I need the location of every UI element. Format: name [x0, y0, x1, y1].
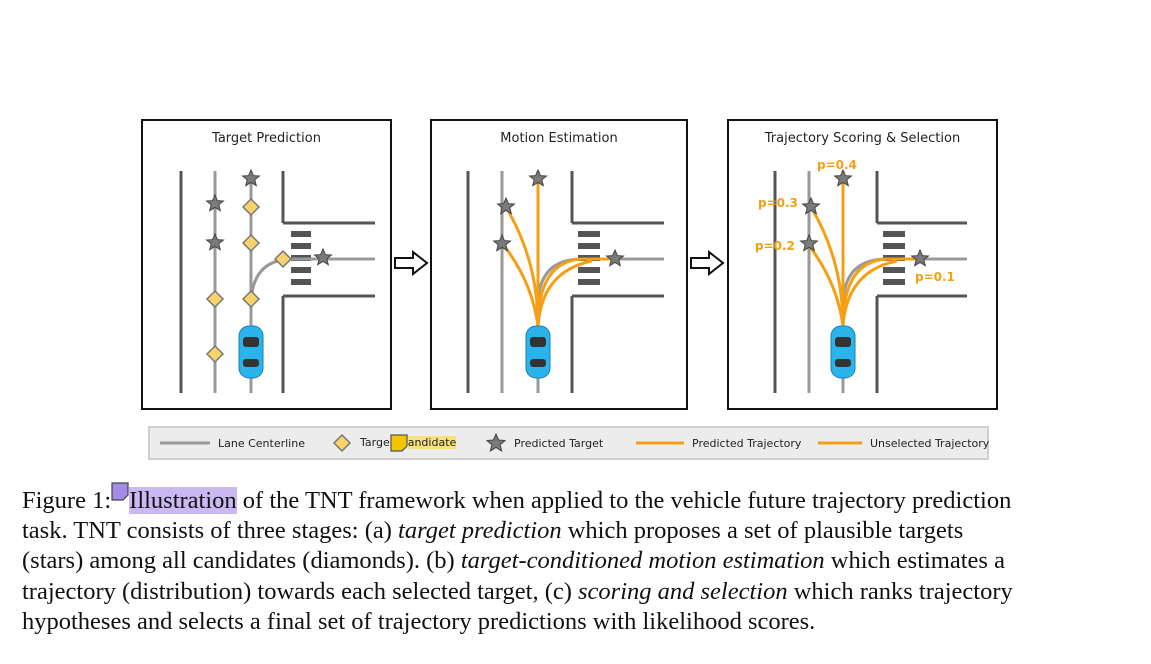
legend-unselected-trajectory: Unselected Trajectory: [818, 428, 989, 458]
caption-line: hypotheses and selects a final set of tr…: [22, 607, 816, 635]
caption-line: (stars) among all candidates (diamonds).…: [22, 547, 1005, 575]
legend-predicted-target: Predicted Target: [486, 428, 603, 458]
car-icon: [830, 325, 856, 379]
highlighted-text: Illustration: [129, 487, 237, 514]
gray-line-icon: [160, 441, 210, 445]
diamond-icon: [332, 433, 352, 453]
panel-title: Target Prediction: [212, 131, 321, 146]
panel-motion-estimation: Motion Estimation: [430, 119, 688, 410]
legend-label: Targe: [360, 436, 390, 449]
motion-estimation-scene: [466, 168, 664, 393]
car-icon: [525, 325, 551, 379]
prob-label: p=0.3: [758, 196, 798, 210]
caption-line: trajectory (distribution) towards each s…: [22, 577, 1013, 605]
legend-target-candidate: Targe andidate: [332, 428, 457, 458]
legend-label: andidate: [407, 436, 457, 449]
orange-line-icon: [636, 441, 684, 445]
legend-lane-centerline: Lane Centerline: [160, 428, 305, 458]
figure-caption: Figure 1:Illustration of the TNT framewo…: [22, 482, 1132, 637]
right-arrow-icon: [690, 250, 725, 276]
caption-line: Figure 1:Illustration of the TNT framewo…: [22, 482, 1132, 516]
sticky-note-icon[interactable]: [390, 434, 408, 452]
legend-label: Predicted Trajectory: [692, 436, 802, 450]
prob-label: p=0.2: [755, 239, 795, 253]
legend-label: Lane Centerline: [218, 436, 305, 450]
trajectory-scoring-scene: p=0.4 p=0.3 p=0.2 p=0.1: [755, 158, 967, 393]
right-arrow-icon: [394, 250, 429, 276]
panel-trajectory-scoring: Trajectory Scoring & Selection p=0.4: [727, 119, 998, 410]
panel-title: Trajectory Scoring & Selection: [764, 131, 961, 146]
legend: Lane Centerline Targe andidate Predicted …: [148, 426, 989, 460]
star-icon: [205, 193, 225, 212]
car-icon: [238, 325, 264, 379]
panel-title: Motion Estimation: [500, 131, 618, 146]
orange-line-icon: [818, 441, 862, 445]
comment-note-icon[interactable]: [111, 482, 129, 502]
prob-label: p=0.4: [817, 158, 857, 172]
prob-label: p=0.1: [915, 270, 955, 284]
legend-label: Unselected Trajectory: [870, 436, 990, 450]
legend-predicted-trajectory: Predicted Trajectory: [636, 428, 801, 458]
caption-line: task. TNT consists of three stages: (a) …: [22, 517, 964, 545]
star-icon: [486, 433, 506, 453]
panel-target-prediction: Target Prediction: [141, 119, 392, 410]
legend-label: Predicted Target: [514, 436, 604, 450]
target-prediction-scene: [179, 168, 375, 393]
